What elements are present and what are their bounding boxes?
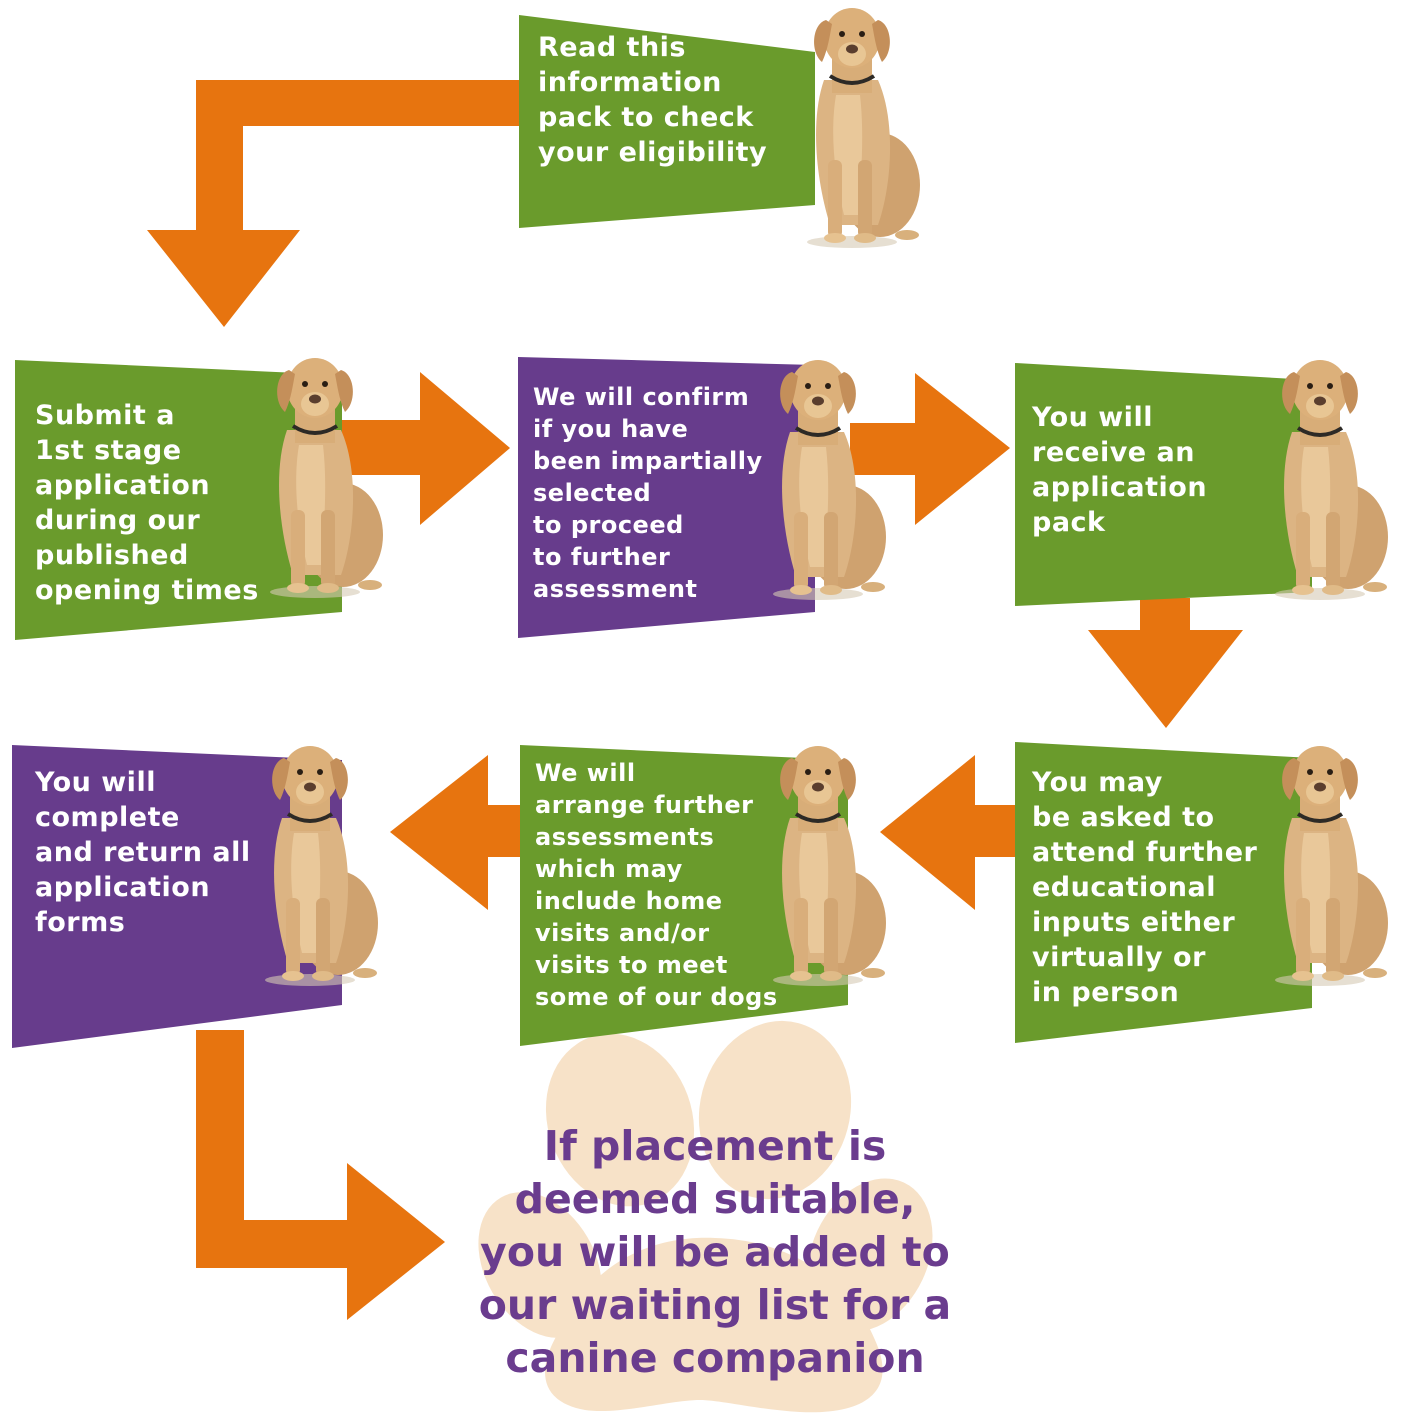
- step-text-submit-application: Submit a 1st stage application during ou…: [35, 400, 259, 606]
- step-text-educational-inputs: You may be asked to attend further educa…: [1032, 767, 1258, 1008]
- arrow-assessments-to-forms: [390, 755, 525, 910]
- dog-icon-read-pack: [805, 6, 922, 250]
- step-text-read-pack: Read this information pack to check your…: [538, 32, 768, 168]
- paw-print-icon: [478, 1020, 933, 1413]
- step-box-receive-pack: [1015, 363, 1312, 606]
- step-box-confirm-selection: [518, 357, 815, 638]
- arrow-educational-to-assessments: [880, 755, 1020, 910]
- arrow-confirm-to-receive: [850, 373, 1010, 525]
- step-text-receive-pack: You will receive an application pack: [1032, 402, 1208, 538]
- step-box-read-pack: [519, 15, 815, 228]
- step-box-return-forms: [12, 745, 342, 1048]
- step-box-submit-application: [15, 360, 342, 640]
- arrow-forms-to-final: [196, 1030, 445, 1320]
- arrow-submit-to-confirm: [340, 372, 510, 525]
- step-box-educational-inputs: [1015, 742, 1312, 1043]
- final-outcome-text: If placement is deemed suitable, you wil…: [478, 1122, 952, 1382]
- step-box-further-assessments: [520, 745, 848, 1046]
- arrow-receive-to-educational: [1088, 598, 1243, 728]
- step-text-confirm-selection: We will confirm if you have been imparti…: [533, 383, 763, 603]
- arrow-read-to-submit: [147, 80, 522, 327]
- step-text-return-forms: You will complete and return all applica…: [35, 767, 251, 938]
- step-text-further-assessments: We will arrange further assessments whic…: [535, 759, 778, 1011]
